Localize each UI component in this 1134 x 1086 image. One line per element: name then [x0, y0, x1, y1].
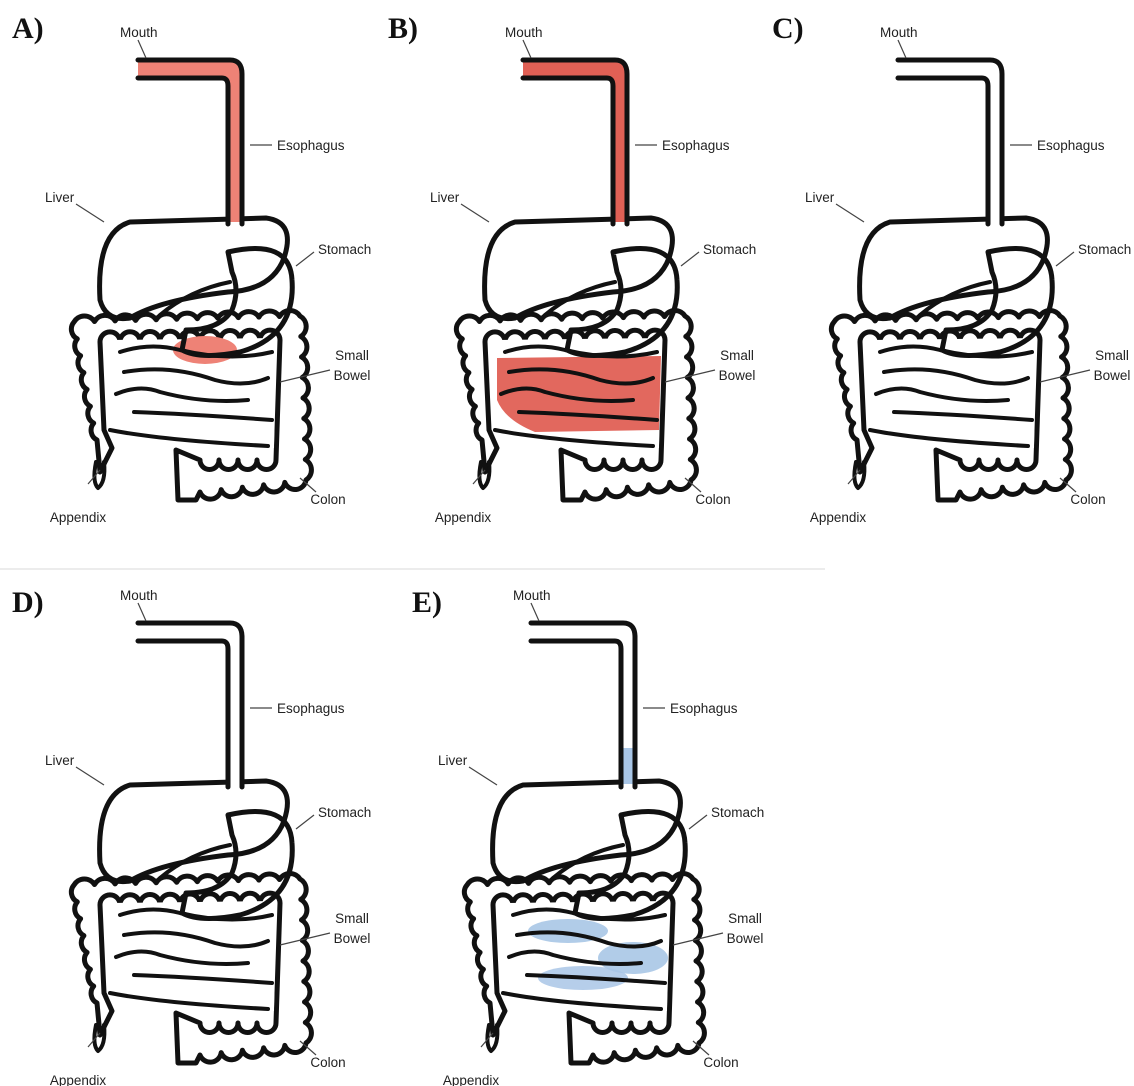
label-mouth: Mouth: [120, 25, 158, 40]
esophagus-fill: [138, 623, 240, 785]
label-mouth: Mouth: [880, 25, 918, 40]
liver-shape: [485, 218, 673, 319]
stomach-leader-line: [681, 252, 699, 266]
label-stomach: Stomach: [318, 805, 371, 820]
label-stomach: Stomach: [318, 242, 371, 257]
label-colon: Colon: [310, 1055, 345, 1070]
panel-letter-c: C): [772, 12, 804, 45]
label-mouth: Mouth: [505, 25, 543, 40]
label-small-bowel-line1: Small: [728, 911, 762, 926]
stomach-leader-line: [689, 815, 707, 829]
liver-leader-line: [76, 767, 104, 785]
label-small-bowel-line2: Bowel: [719, 368, 756, 383]
esophagus-inner-wall: [138, 641, 228, 787]
panel-letter-b: B): [388, 12, 418, 45]
stomach-leader-line: [1056, 252, 1074, 266]
liver-leader-line: [469, 767, 497, 785]
label-esophagus: Esophagus: [1037, 138, 1105, 153]
stomach-leader-line: [296, 252, 314, 266]
label-liver: Liver: [45, 753, 75, 768]
panel-letter-e: E): [412, 586, 442, 619]
label-esophagus: Esophagus: [670, 701, 738, 716]
esophagus-inner-wall: [898, 78, 988, 224]
label-appendix: Appendix: [443, 1073, 500, 1086]
label-esophagus: Esophagus: [662, 138, 730, 153]
liver-shape: [860, 218, 1048, 319]
esophagus-fill: [531, 623, 633, 785]
label-colon: Colon: [695, 492, 730, 507]
label-small-bowel-line1: Small: [335, 911, 369, 926]
liver-leader-line: [461, 204, 489, 222]
label-liver: Liver: [438, 753, 468, 768]
label-colon: Colon: [1070, 492, 1105, 507]
label-appendix: Appendix: [435, 510, 492, 525]
esophagus-inner-wall: [523, 78, 613, 224]
label-small-bowel-line2: Bowel: [727, 931, 764, 946]
label-small-bowel-line1: Small: [1095, 348, 1129, 363]
liver-leader-line: [76, 204, 104, 222]
mouth-leader-line: [523, 40, 531, 58]
panel-c: MouthEsophagusLiverStomachSmallBowelAppe…: [805, 25, 1131, 525]
label-small-bowel-line2: Bowel: [1094, 368, 1131, 383]
panel-d: MouthEsophagusLiverStomachSmallBowelAppe…: [45, 588, 371, 1086]
label-liver: Liver: [430, 190, 460, 205]
label-colon: Colon: [703, 1055, 738, 1070]
liver-shape: [100, 218, 288, 319]
label-appendix: Appendix: [50, 1073, 107, 1086]
label-stomach: Stomach: [1078, 242, 1131, 257]
label-stomach: Stomach: [703, 242, 756, 257]
esophagus-inner-wall: [531, 641, 621, 787]
panel-a: MouthEsophagusLiverStomachSmallBowelAppe…: [45, 25, 371, 525]
label-small-bowel-line1: Small: [720, 348, 754, 363]
mouth-leader-line: [898, 40, 906, 58]
label-liver: Liver: [805, 190, 835, 205]
label-mouth: Mouth: [120, 588, 158, 603]
esophagus-fill: [898, 60, 1000, 222]
label-small-bowel-line2: Bowel: [334, 368, 371, 383]
liver-leader-line: [836, 204, 864, 222]
label-appendix: Appendix: [50, 510, 107, 525]
mouth-leader-line: [138, 40, 146, 58]
label-mouth: Mouth: [513, 588, 551, 603]
esophagus-fill: [138, 60, 240, 222]
liver-shape: [493, 781, 681, 882]
label-small-bowel-line2: Bowel: [334, 931, 371, 946]
label-stomach: Stomach: [711, 805, 764, 820]
panel-letter-a: A): [12, 12, 44, 45]
label-esophagus: Esophagus: [277, 138, 345, 153]
label-liver: Liver: [45, 190, 75, 205]
panel-letter-d: D): [12, 586, 44, 619]
liver-shape: [100, 781, 288, 882]
panel-e: MouthEsophagusLiverStomachSmallBowelAppe…: [438, 588, 764, 1086]
label-small-bowel-line1: Small: [335, 348, 369, 363]
label-colon: Colon: [310, 492, 345, 507]
esophagus-fill: [523, 60, 625, 222]
label-esophagus: Esophagus: [277, 701, 345, 716]
stomach-leader-line: [296, 815, 314, 829]
label-appendix: Appendix: [810, 510, 867, 525]
panel-b: MouthEsophagusLiverStomachSmallBowelAppe…: [430, 25, 756, 525]
mouth-leader-line: [138, 603, 146, 621]
mouth-leader-line: [531, 603, 539, 621]
esophagus-inner-wall: [138, 78, 228, 224]
